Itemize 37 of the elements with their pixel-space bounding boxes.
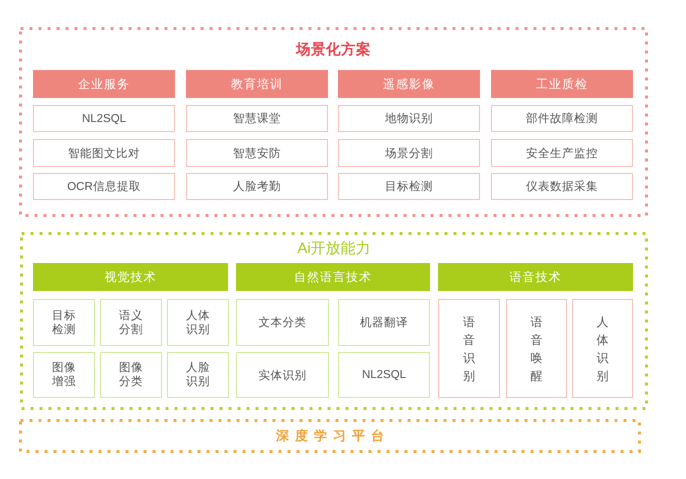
item-box: 人脸考勤 xyxy=(186,173,328,200)
item-box: NL2SQL xyxy=(338,352,430,398)
category-header: 视觉技术 xyxy=(33,263,228,291)
section-panel xyxy=(20,232,648,410)
category-header: 语音技术 xyxy=(438,263,633,291)
item-box: NL2SQL xyxy=(33,105,175,132)
item-box: 地物识别 xyxy=(338,105,480,132)
item-box: 实体识别 xyxy=(236,352,329,398)
item-box: 场景分割 xyxy=(338,139,480,167)
item-box: 智慧安防 xyxy=(186,139,328,167)
item-box: 人体识别 xyxy=(572,299,633,398)
item-box: 智能图文比对 xyxy=(33,139,175,167)
item-box: 图像增强 xyxy=(33,352,95,398)
section-panel xyxy=(19,27,648,217)
item-box: 人脸识别 xyxy=(167,352,229,398)
item-box: 目标检测 xyxy=(33,299,95,346)
item-box: 语义分割 xyxy=(100,299,162,346)
section-title: 场景化方案 xyxy=(296,41,371,59)
category-header: 自然语言技术 xyxy=(236,263,430,291)
item-box: 图像分类 xyxy=(100,352,162,398)
item-box: 文本分类 xyxy=(236,299,329,346)
item-box: 语音识别 xyxy=(438,299,500,398)
section-title: Ai开放能力 xyxy=(297,240,371,258)
item-box: 安全生产监控 xyxy=(491,139,633,167)
category-header: 企业服务 xyxy=(33,70,175,98)
item-box: 机器翻译 xyxy=(338,299,430,346)
category-header: 工业质检 xyxy=(491,70,633,98)
category-header: 教育培训 xyxy=(186,70,328,98)
item-box: 目标检测 xyxy=(338,173,480,200)
item-box: 语音唤醒 xyxy=(506,299,567,398)
item-box: 部件故障检测 xyxy=(491,105,633,132)
item-box: OCR信息提取 xyxy=(33,173,175,200)
item-box: 仪表数据采集 xyxy=(491,173,633,200)
item-box: 人体识别 xyxy=(167,299,229,346)
platform-panel: 深度学习平台 xyxy=(19,419,641,453)
item-box: 智慧课堂 xyxy=(186,105,328,132)
category-header: 遥感影像 xyxy=(338,70,480,98)
